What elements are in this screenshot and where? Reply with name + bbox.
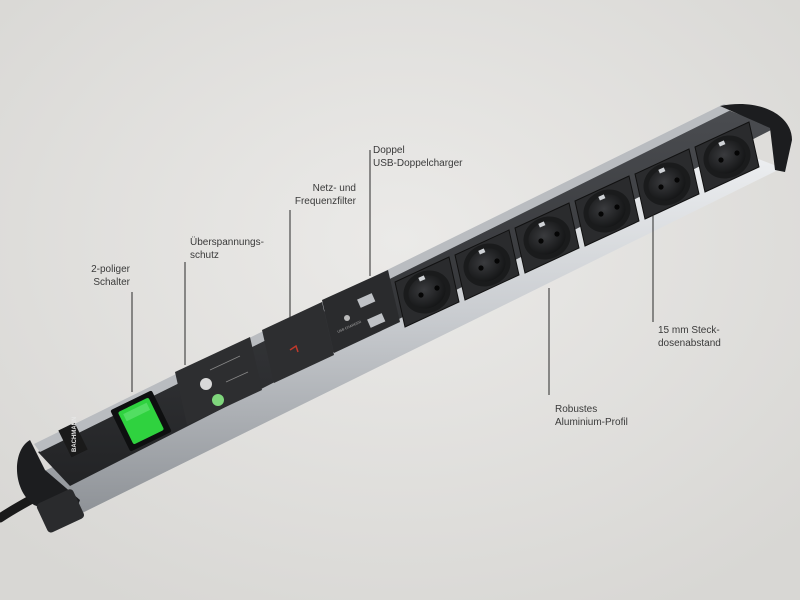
leader-lines <box>131 150 654 395</box>
indicator-light-white <box>200 378 212 390</box>
cable-clamp <box>36 489 84 533</box>
socket-4[interactable] <box>574 175 640 247</box>
usb-port-2[interactable] <box>367 313 386 328</box>
callout-surge: Überspannungs-schutz <box>190 237 264 261</box>
surge-protection-module <box>175 337 262 425</box>
usb-port-1[interactable] <box>357 293 376 308</box>
filter-indicator-icon <box>289 344 299 353</box>
socket-6[interactable] <box>694 121 760 193</box>
callout-spacing: 15 mm Steck-dosenabstand <box>658 325 721 349</box>
socket-2[interactable] <box>454 229 520 301</box>
brand-logo: BACHMANN <box>58 417 88 458</box>
socket-row <box>394 121 760 328</box>
usb-charger-icon <box>344 315 350 321</box>
right-end-cap <box>720 104 792 172</box>
socket-1[interactable] <box>394 256 460 328</box>
indicator-light-green <box>212 394 224 406</box>
filter-module <box>262 302 334 383</box>
logo-text: BACHMANN <box>72 417 78 452</box>
aluminium-profile <box>42 150 782 518</box>
socket-5[interactable] <box>634 148 700 220</box>
socket-3[interactable] <box>514 202 580 274</box>
usb-module: USB CHARGER <box>322 270 400 353</box>
power-switch[interactable] <box>110 390 172 452</box>
